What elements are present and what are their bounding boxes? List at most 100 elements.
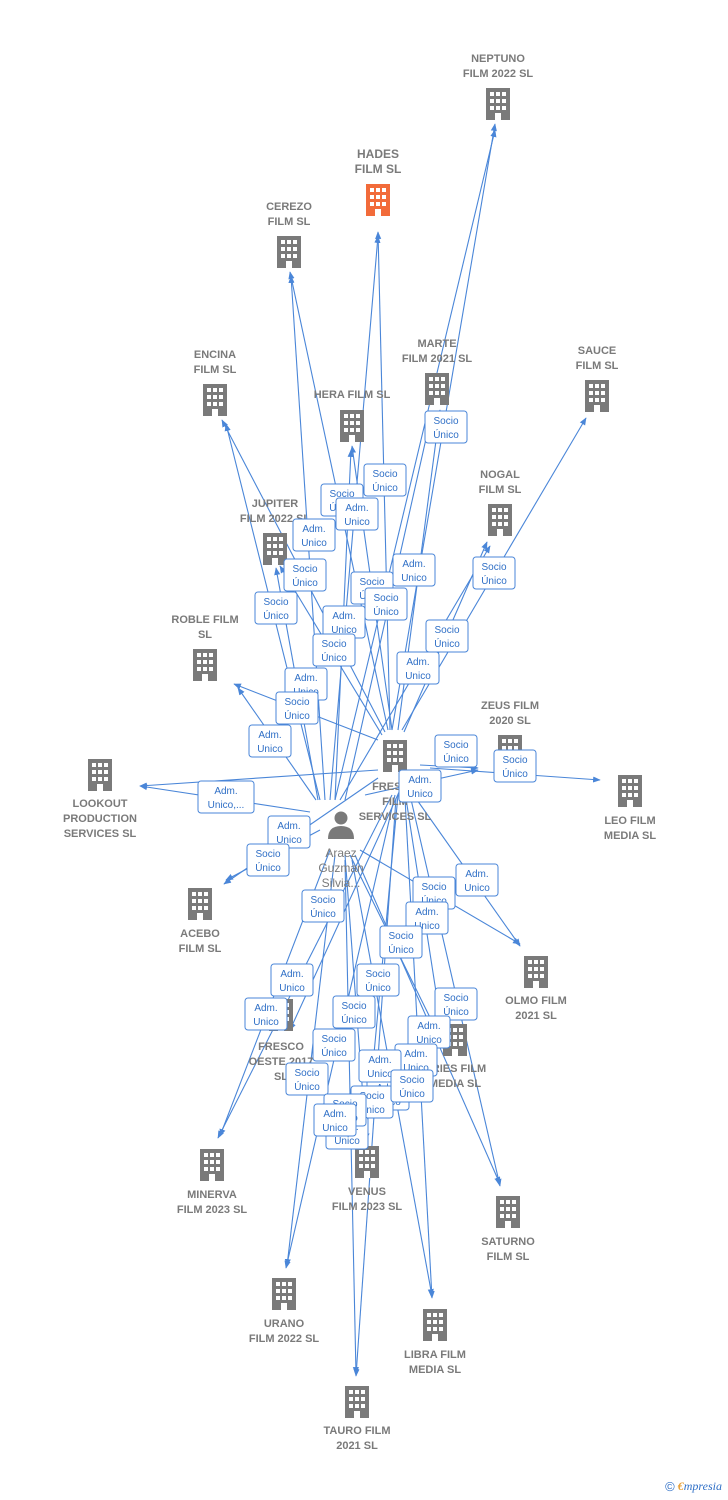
- person-icon: [328, 811, 354, 839]
- company-label-line: ACEBO: [180, 928, 220, 940]
- company-label-line: LIBRA FILM: [404, 1349, 466, 1361]
- badge-text-line: Socio: [329, 489, 354, 500]
- relation-badge[interactable]: Adm.Unico: [292, 518, 336, 552]
- badge-text-line: Único: [434, 637, 460, 650]
- relation-badge[interactable]: Adm.Unico: [244, 997, 288, 1031]
- badge-text-line: Socio: [365, 969, 390, 980]
- building-icon: [188, 888, 212, 920]
- relation-badge[interactable]: Adm.Unico: [270, 963, 314, 997]
- badge-text-line: Unico: [344, 517, 370, 528]
- relation-badge[interactable]: Adm.Unico: [267, 815, 311, 849]
- relation-badge[interactable]: Adm.Unico: [396, 651, 440, 685]
- relation-badge[interactable]: Adm.Unico: [313, 1103, 357, 1137]
- badge-box: [312, 633, 356, 667]
- badge-text-line: Adm.: [345, 503, 368, 514]
- company-node-hera[interactable]: HERA FILM SL: [314, 389, 391, 442]
- badge-box: [434, 987, 478, 1021]
- company-label-line: FILM SL: [576, 360, 619, 372]
- company-label-line: MEDIA SL: [429, 1078, 481, 1090]
- badge-box: [425, 619, 469, 653]
- badge-text-line: Socio: [341, 1001, 366, 1012]
- company-label-line: MINERVA: [187, 1189, 237, 1201]
- badge-text-line: Socio: [399, 1075, 424, 1086]
- relation-badge[interactable]: Adm.Unico: [407, 1015, 451, 1049]
- badge-text-line: Adm.: [402, 559, 425, 570]
- person-node[interactable]: AraezGuzmanSilvia...: [318, 811, 364, 891]
- company-node-acebo[interactable]: ACEBO FILM SL: [179, 888, 222, 955]
- badge-text-line: Socio: [284, 697, 309, 708]
- badge-text-line: Socio: [263, 597, 288, 608]
- badge-text-line: Unico: [405, 671, 431, 682]
- badge-text-line: Único: [373, 605, 399, 618]
- badge-text-line: Unico: [301, 538, 327, 549]
- relation-badge[interactable]: Adm.Unico: [455, 863, 499, 897]
- company-label-line: ENCINA: [194, 349, 236, 361]
- relation-badge[interactable]: Adm.Unico: [394, 1043, 438, 1077]
- badge-box: [270, 963, 314, 997]
- badge-text-line: Unico,...: [208, 800, 245, 811]
- badge-text-line: Adm.: [214, 786, 237, 797]
- relation-badge[interactable]: Adm.Unico: [392, 553, 436, 587]
- badge-text-line: Único: [365, 981, 391, 994]
- badge-box: [455, 863, 499, 897]
- badge-text-line: Único: [284, 709, 310, 722]
- company-label-line: FILM SL: [355, 162, 402, 176]
- building-icon: [366, 184, 390, 216]
- badge-text-line: Único: [372, 481, 398, 494]
- relation-badge[interactable]: Adm.Unico: [248, 724, 292, 758]
- badge-text-line: Adm.: [258, 730, 281, 741]
- badge-text-line: Socio: [481, 562, 506, 573]
- company-label-line: VENUS: [348, 1186, 386, 1198]
- footer-brand[interactable]: © €mpresia: [665, 1479, 722, 1494]
- badge-text-line: Socio: [502, 755, 527, 766]
- badge-text-line: Socio: [359, 577, 384, 588]
- company-label-line: FILM SL: [179, 943, 222, 955]
- badge-text-line: Socio: [443, 740, 468, 751]
- company-label-line: FILM 2022 SL: [463, 68, 534, 80]
- relation-badge[interactable]: Adm. Unico: [335, 497, 379, 531]
- badge-text-line: Único: [433, 428, 459, 441]
- relation-badge[interactable]: Adm.Unico: [398, 769, 442, 803]
- relation-badge[interactable]: Adm.Unico: [322, 605, 366, 639]
- relation-badge[interactable]: Adm. Unico,...: [197, 780, 255, 814]
